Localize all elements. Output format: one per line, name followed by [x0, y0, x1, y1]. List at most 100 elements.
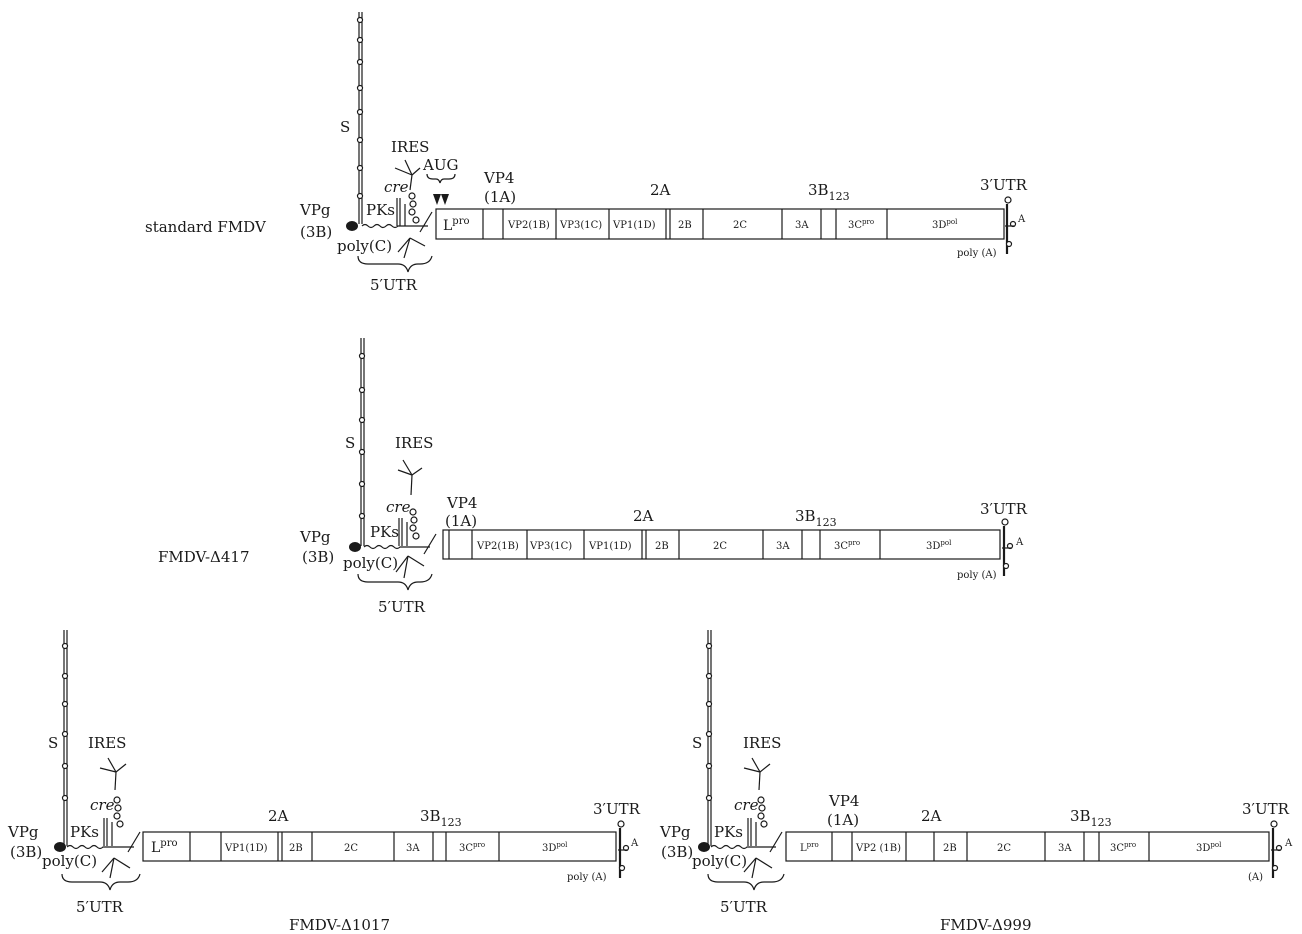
- segment-3cpro: 3Cpro: [459, 841, 485, 854]
- segment-lpro: Lpro: [443, 216, 470, 234]
- s-label: S: [345, 434, 355, 452]
- cre-label: cre: [734, 796, 759, 814]
- s-stem-loops: [705, 642, 713, 802]
- vpg-label: VPg: [299, 528, 331, 546]
- s-label: S: [340, 118, 350, 136]
- s-stem-loops: [356, 16, 364, 200]
- 3b-label: 3B123: [808, 181, 850, 203]
- vpg-dot: [346, 221, 358, 231]
- utr5-brace: [357, 573, 433, 591]
- aug-label: AUG: [422, 156, 458, 174]
- utr5-brace: [357, 255, 433, 273]
- segment-vp2: VP2(1B): [476, 541, 519, 552]
- cre-label: cre: [90, 796, 115, 814]
- genome-name: FMDV-Δ1017: [289, 916, 390, 934]
- utr3-structure: [1004, 196, 1017, 254]
- s-label: S: [48, 734, 58, 752]
- segment-vp1: VP1(1D): [224, 843, 268, 854]
- aug-brace: [426, 173, 456, 184]
- utr5-brace: [707, 873, 785, 891]
- ires-structure: [99, 757, 131, 879]
- segment-2b: 2B: [655, 541, 669, 552]
- segment-3dpol: 3Dpol: [932, 218, 958, 231]
- segment-3a: 3A: [776, 541, 790, 552]
- utr3-label: 3′UTR: [980, 500, 1028, 518]
- aug-arrow-2: [441, 194, 449, 205]
- segment-2c: 2C: [713, 541, 727, 552]
- genome-fmdv-d1017: FMDV-Δ1017 S IRES cre PKs VPg (3B) poly(…: [7, 630, 641, 934]
- utr5-brace: [61, 873, 141, 891]
- 3b-label: 3B123: [420, 807, 462, 829]
- utr5-label: 5′UTR: [720, 898, 768, 916]
- a-short-label: (A): [1248, 872, 1263, 883]
- pseudoknots: [710, 844, 776, 850]
- polya-label: poly (A): [957, 570, 997, 581]
- segment-vp2: VP2 (1B): [855, 843, 901, 854]
- ires-label: IRES: [743, 734, 781, 752]
- vpg-label: VPg: [7, 823, 39, 841]
- 3b-label: 3B123: [795, 507, 837, 529]
- utr5-label: 5′UTR: [370, 276, 418, 294]
- segment-3cpro: 3Cpro: [848, 218, 874, 231]
- vpg-dot: [54, 842, 66, 852]
- polyprotein-box: [785, 831, 1270, 862]
- segment-3a: 3A: [406, 843, 420, 854]
- genome-fmdv-d417: FMDV-Δ417 S IRES cre PKs VPg (3B) poly(C…: [158, 338, 1028, 616]
- segment-dividers: [831, 832, 1150, 861]
- vp4-label: VP4: [446, 494, 477, 512]
- segment-vp2: VP2(1B): [507, 220, 550, 231]
- segment-2b: 2B: [943, 843, 957, 854]
- vpg-dot: [349, 542, 361, 552]
- vpg-3b-label: (3B): [10, 843, 42, 861]
- segment-dividers: [189, 832, 500, 861]
- a-label: A: [1017, 214, 1026, 225]
- genome-fmdv-d999: FMDV-Δ999 S IRES cre PKs VPg (3B) poly(C…: [659, 630, 1293, 934]
- segment-3cpro: 3Cpro: [834, 539, 860, 552]
- cre-label: cre: [386, 498, 411, 516]
- segment-vp1: VP1(1D): [612, 220, 656, 231]
- ires-structure: [394, 159, 426, 259]
- s-stem-loops: [61, 642, 69, 802]
- a-label: A: [1284, 838, 1293, 849]
- genome-name: FMDV-Δ999: [940, 916, 1032, 934]
- segment-dividers: [448, 530, 881, 559]
- pseudoknots: [363, 544, 430, 550]
- polyprotein-box: [142, 831, 617, 862]
- vpg-label: VPg: [659, 823, 691, 841]
- utr3-structure: [617, 820, 630, 878]
- segment-3a: 3A: [795, 220, 809, 231]
- ires-label: IRES: [391, 138, 429, 156]
- pks-label: PKs: [370, 523, 399, 541]
- pks-label: PKs: [70, 823, 99, 841]
- segment-3a: 3A: [1058, 843, 1072, 854]
- vp4-1a-label: (1A): [484, 188, 516, 206]
- segment-dividers: [482, 209, 888, 239]
- utr5-label: 5′UTR: [378, 598, 426, 616]
- ires-structure: [743, 757, 773, 879]
- a-label: A: [630, 838, 639, 849]
- a-label: A: [1015, 537, 1024, 548]
- genome-name: standard FMDV: [145, 218, 267, 236]
- polyc-label: poly(C): [343, 554, 398, 572]
- utr3-label: 3′UTR: [593, 800, 641, 818]
- polyc-label: poly(C): [42, 852, 97, 870]
- vpg-3b-label: (3B): [302, 548, 334, 566]
- pks-label: PKs: [714, 823, 743, 841]
- segment-2c: 2C: [997, 843, 1011, 854]
- segment-3cpro: 3Cpro: [1110, 841, 1136, 854]
- 2a-label: 2A: [268, 807, 289, 825]
- polya-label: poly (A): [567, 872, 607, 883]
- pseudoknots: [66, 844, 134, 850]
- segment-2c: 2C: [733, 220, 747, 231]
- vpg-3b-label: (3B): [300, 223, 332, 241]
- segment-3dpol: 3Dpol: [1196, 841, 1222, 854]
- s-stem-loops: [358, 352, 366, 520]
- polyc-label: poly(C): [337, 237, 392, 255]
- polyprotein-box: [442, 529, 1001, 560]
- vp4-label: VP4: [483, 169, 514, 187]
- ires-label: IRES: [395, 434, 433, 452]
- polyprotein-box: [435, 208, 1005, 240]
- utr3-label: 3′UTR: [980, 176, 1028, 194]
- vp4-1a-label: (1A): [445, 512, 477, 530]
- vp4-label: VP4: [828, 792, 859, 810]
